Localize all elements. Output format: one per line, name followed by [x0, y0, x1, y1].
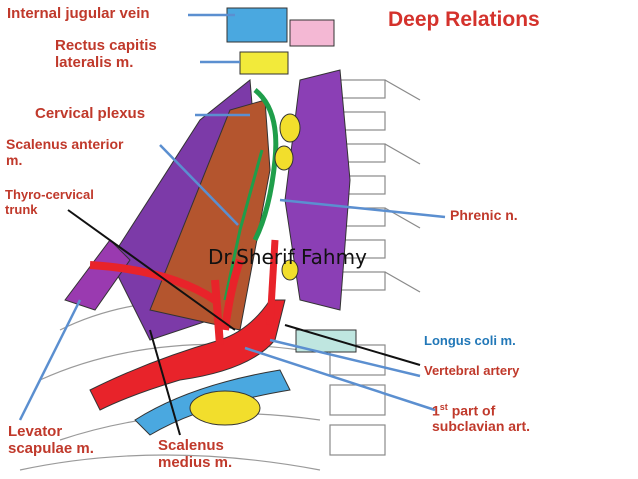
subclavian-artery-shape [89, 299, 286, 411]
label-levator-scapulae: Levator scapulae m. [8, 423, 94, 458]
bottom-yellow-structure [189, 390, 261, 426]
label-text: Longus coli m. [424, 333, 516, 348]
label-line-1: Scalenus anterior [6, 136, 124, 152]
ordinal-number: 1 [432, 402, 440, 419]
label-line-1: Rectus capitis [55, 37, 157, 54]
vertebral-artery-shape [266, 239, 279, 326]
label-line-2: trunk [5, 201, 38, 217]
longus-coli-shape [295, 329, 357, 353]
label-thyro-cervical-trunk: Thyro-cervical trunk [5, 187, 94, 217]
label-scalenus-medius: Scalenus medius m. [158, 437, 233, 472]
cervical-plexus-shape [252, 88, 301, 281]
label-internal-jugular-vein: Internal jugular vein [7, 5, 150, 23]
label-vertebral-artery: Vertebral artery [424, 363, 520, 379]
label-subclavian-first-part: 1st part of subclavian art. [432, 402, 530, 435]
label-line-1-rest: part of [447, 402, 496, 419]
phrenic-nerve-shape [223, 149, 264, 301]
ordinal-suffix: st [439, 402, 448, 412]
label-line-2: scapulae m. [8, 439, 94, 457]
label-rectus-capitis-lateralis: Rectus capitis lateralis m. [55, 37, 157, 72]
internal-jugular-vein-shape [226, 7, 288, 43]
label-line-2: lateralis m. [55, 53, 134, 71]
black-pointer-lines [67, 209, 421, 436]
label-text: Phrenic n. [450, 207, 518, 223]
rectus-capitis-shape [239, 51, 289, 75]
label-line-1: Thyro-cervical [5, 187, 94, 202]
label-line-1: Scalenus [158, 437, 224, 454]
leader-lines [18, 13, 446, 421]
levator-scapulae-shape [64, 239, 131, 311]
label-cervical-plexus: Cervical plexus [35, 105, 146, 123]
label-scalenus-anterior: Scalenus anterior m. [6, 136, 124, 168]
label-line-1: 1st part of [432, 402, 530, 419]
label-text: Internal jugular vein [7, 5, 150, 22]
page-title: Deep Relations [388, 8, 540, 31]
author-credit: Dr.Sherif Fahmy [208, 245, 367, 269]
label-longus-coli: Longus coli m. [424, 333, 516, 349]
label-text: Cervical plexus [35, 105, 146, 122]
label-phrenic-nerve: Phrenic n. [450, 207, 518, 224]
label-line-2: medius m. [158, 453, 233, 471]
label-line-2: subclavian art. [432, 418, 531, 435]
upper-vertebral-body [289, 19, 335, 47]
label-line-2: m. [6, 151, 23, 168]
label-text: Vertebral artery [424, 363, 520, 378]
label-line-1: Levator [8, 423, 63, 440]
